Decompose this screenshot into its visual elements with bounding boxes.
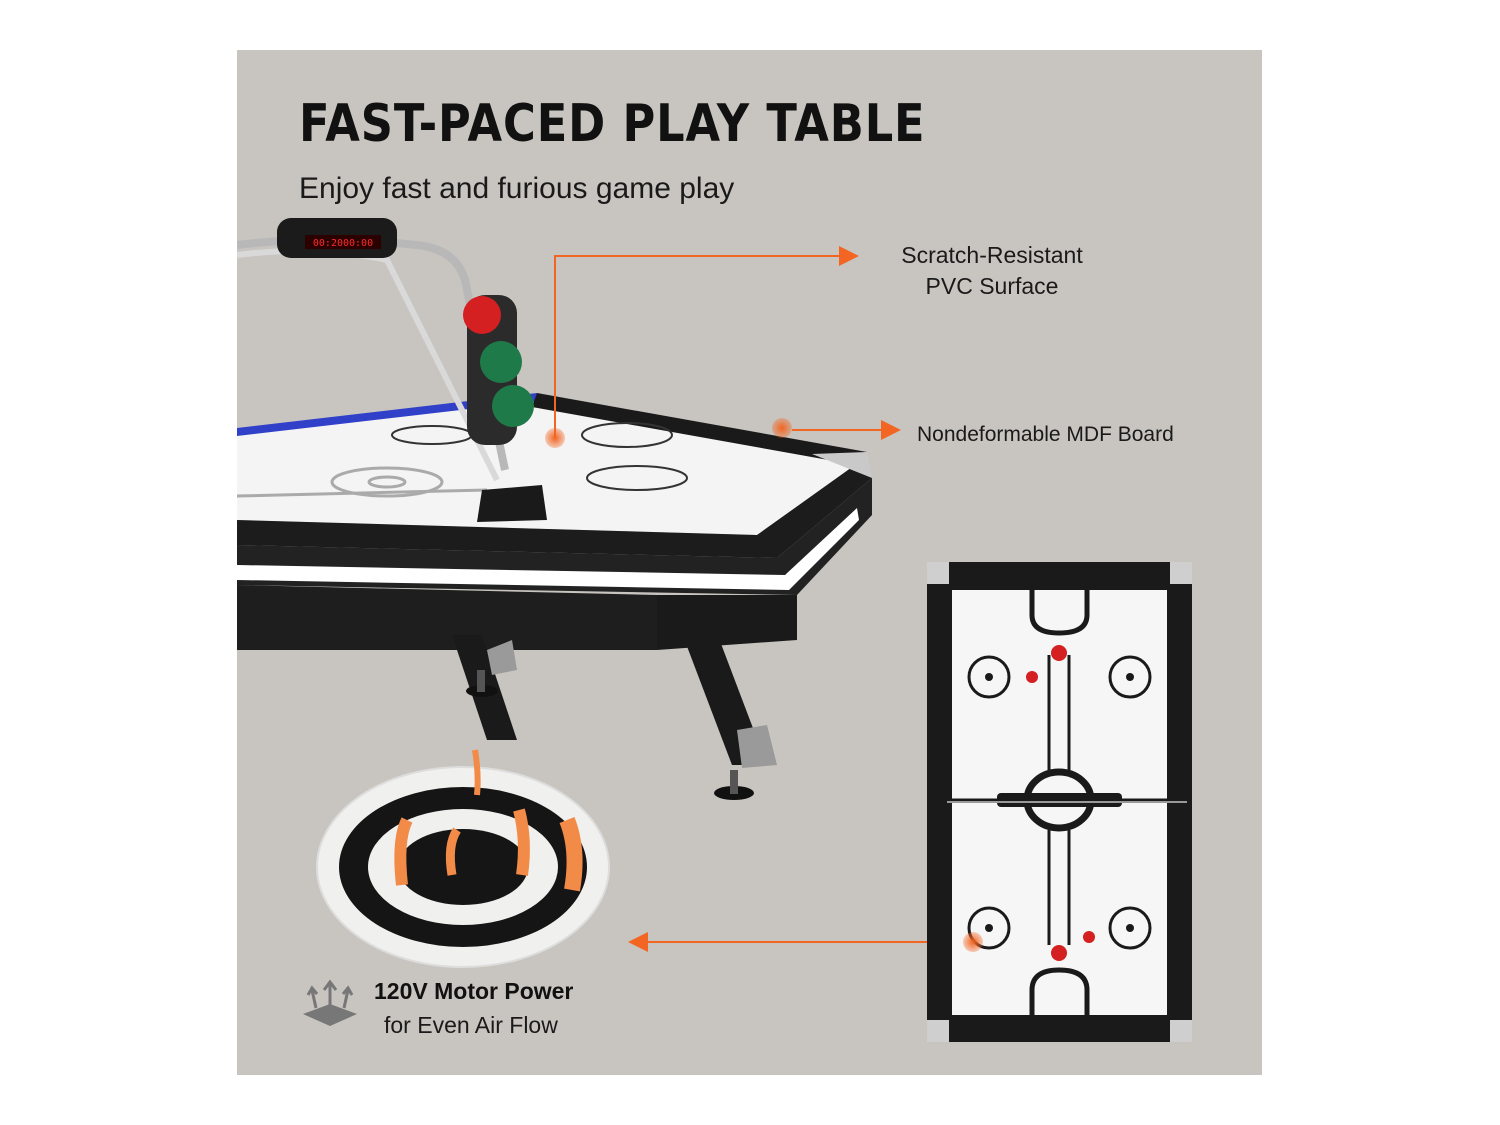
air-hockey-table: 00:2000:00: [237, 218, 872, 800]
feature-panel: 00:2000:00: [237, 50, 1262, 1075]
surface-callout-line2: PVC Surface: [925, 273, 1059, 299]
motor-marker: [963, 932, 983, 952]
table-top-view: [927, 562, 1192, 1042]
board-marker: [772, 418, 792, 438]
surface-callout: Scratch-Resistant PVC Surface: [877, 240, 1107, 302]
motor-callout-title: 120V Motor Power: [374, 978, 574, 1004]
surface-callout-line1: Scratch-Resistant: [901, 242, 1083, 268]
air-flow-diagram: [316, 749, 610, 968]
red-puck: [463, 296, 501, 334]
green-mallet: [480, 341, 522, 383]
green-mallet: [492, 385, 534, 427]
air-flow-icon: [303, 979, 357, 1026]
motor-callout-detail: for Even Air Flow: [384, 1012, 558, 1038]
page-subtitle: Enjoy fast and furious game play: [299, 172, 735, 205]
arrow-right-icon: [554, 246, 859, 438]
scoreboard-display: 00:2000:00: [313, 238, 373, 249]
page-title: FAST-PACED PLAY TABLE: [299, 94, 926, 154]
product-illustration: 00:2000:00: [237, 218, 1192, 1042]
board-callout: Nondeformable MDF Board: [917, 423, 1174, 446]
